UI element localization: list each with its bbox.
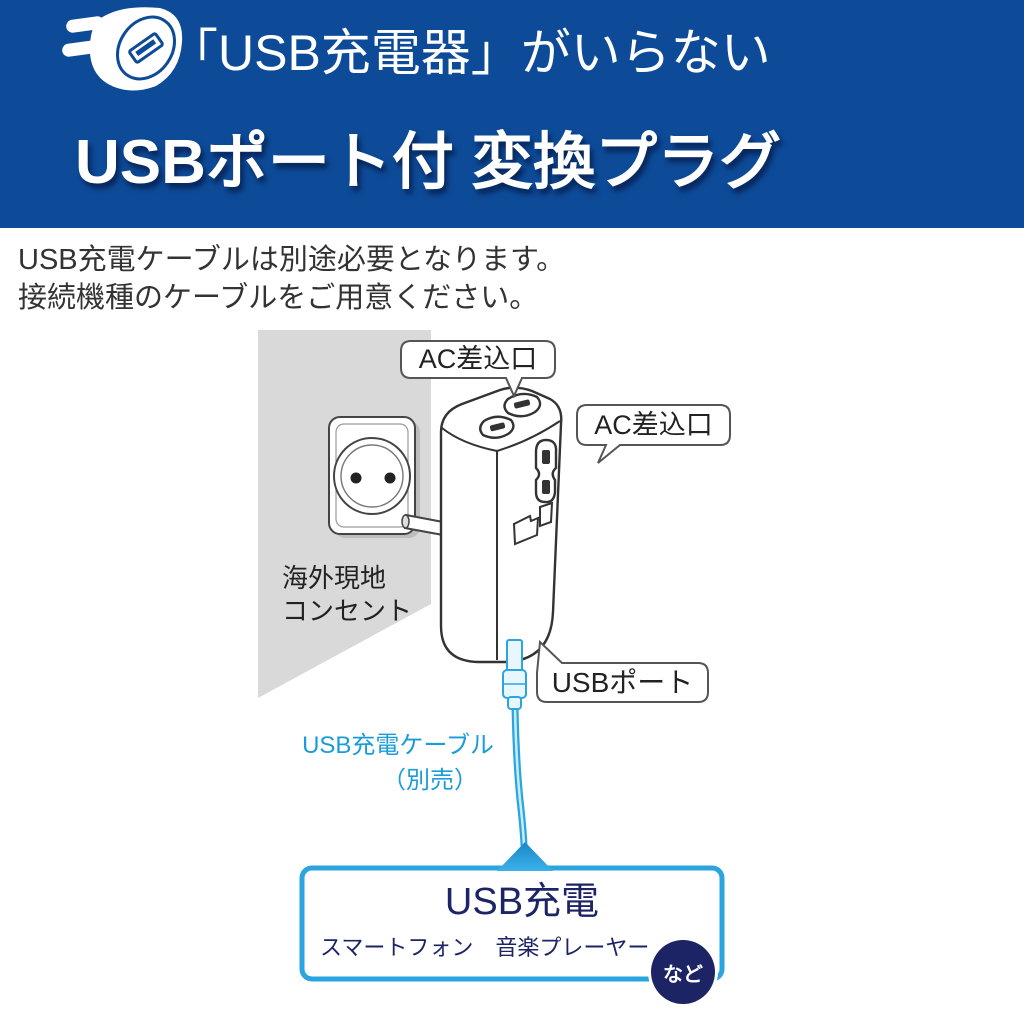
cable-label: USB充電ケーブル	[302, 732, 494, 759]
usb-connector-housing	[502, 669, 527, 699]
socket-hole	[350, 472, 362, 484]
callout-bubbles	[400, 340, 731, 703]
adapter-body	[439, 386, 563, 664]
socket-ring	[333, 437, 411, 515]
adapter-top-edge	[441, 420, 561, 453]
ac-outlet-top-frame-2	[479, 415, 515, 439]
ac-outlet-side-slot-l	[539, 501, 554, 528]
plug-pin-tip	[401, 514, 410, 529]
outlet-label-line: 海外現地	[282, 563, 387, 593]
usb-cable-line	[511, 702, 528, 849]
usb-cable	[511, 702, 528, 849]
ac-outlet-side-slot	[542, 480, 550, 494]
ac-outlet-side-slot	[542, 450, 550, 464]
etc-badge: など	[651, 940, 715, 1004]
banner-tagline: 「USB充電器」がいらない	[168, 25, 771, 81]
usb-connector	[502, 639, 527, 710]
ac-outlet-side	[512, 438, 558, 546]
ac-outlet-top-slot	[513, 399, 531, 409]
socket-plate-inner	[335, 423, 409, 528]
usb-cable-highlight	[513, 704, 526, 847]
wall-panel	[258, 330, 431, 698]
outlet-label-line: コンセント	[282, 596, 413, 626]
ac-outlet-top-slot-2	[489, 422, 506, 432]
note-line: 接続機種のケーブルをご用意ください。	[18, 282, 539, 314]
ac-outlet-top	[479, 392, 542, 439]
callout-usb-port: USBポート	[551, 666, 694, 698]
banner-title: USBポート付 変換プラグ	[75, 128, 782, 197]
cable-note: （別売）	[382, 767, 478, 794]
socket-depth	[334, 421, 420, 538]
usb-connector-strain-relief	[507, 696, 522, 710]
socket-plate	[328, 416, 416, 535]
wall-socket	[328, 416, 420, 538]
callout-ac-outlet-side: AC差込口	[594, 409, 713, 440]
callout-ac-outlet-top: AC差込口	[418, 344, 538, 374]
box-pointer-triangle	[497, 842, 553, 871]
socket-ring-inner	[340, 444, 404, 508]
ac-outlet-side-frame	[534, 438, 558, 504]
usb-connector-plug	[506, 639, 523, 673]
ac-outlet-side-slot-l	[512, 514, 540, 546]
ac-outlet-top-frame	[503, 392, 542, 418]
plug-pin	[401, 513, 444, 537]
banner: 「USB充電器」がいらない USBポート付 変換プラグ	[0, 0, 1024, 228]
usb-charging-title: USB充電	[444, 881, 600, 923]
usb-charger-icon	[62, 7, 183, 91]
charger-usb-slot-tongue	[135, 39, 157, 56]
conversion-plug-adapter	[439, 386, 563, 664]
plug-pin-shaft	[403, 513, 444, 537]
socket-hole	[384, 472, 396, 484]
note-line: USB充電ケーブルは別途必要となります。	[18, 244, 566, 276]
device-examples: スマートフォン 音楽プレーヤー	[320, 935, 650, 960]
